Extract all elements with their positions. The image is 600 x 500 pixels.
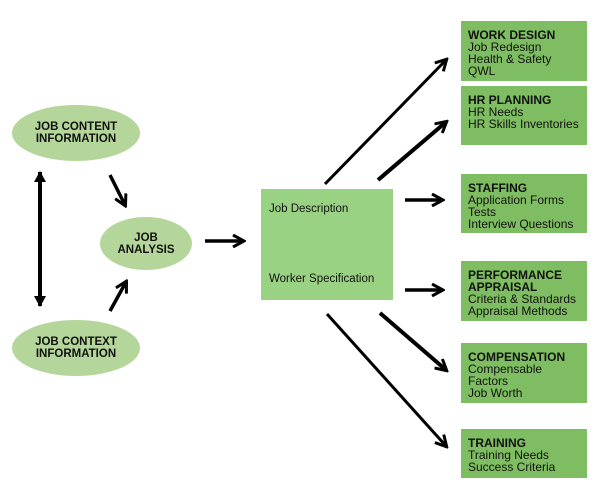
compensation-item: Job Worth [468,386,523,400]
staffing-item: Tests [468,205,497,219]
arrow-to-training [325,312,446,446]
work-design-box: WORK DESIGN Job Redesign Health & Safety… [461,21,587,81]
job-content-label: JOB CONTENT INFORMATION [34,121,118,145]
compensation-title: COMPENSATION [468,350,566,364]
work-design-title: WORK DESIGN [468,28,556,42]
job-analysis-ellipse: JOB ANALYSIS [100,217,192,270]
arrow-to-work-design [323,60,446,186]
training-item: Success Criteria [468,460,556,474]
arrow-to-hr-planning [376,122,446,182]
staffing-item: Application Forms [468,193,565,207]
arrow-content-to-analysis [108,174,125,205]
training-title: TRAINING [468,436,526,450]
hr-planning-title: HR PLANNING [468,93,552,107]
performance-appraisal-title: PERFORMANCE APPRAISAL [468,268,563,294]
job-description-label: Job Description [269,203,349,215]
hr-planning-box: HR PLANNING HR Needs HR Skills Inventori… [461,86,587,145]
staffing-item: Interview Questions [468,217,574,231]
job-analysis-output-box: Job Description Worker Specification [261,189,393,300]
job-context-ellipse: JOB CONTEXT INFORMATION [12,320,140,376]
work-design-item: Job Redesign [468,40,542,54]
compensation-item: Compensable Factors [468,362,543,388]
compensation-box: COMPENSATION Compensable Factors Job Wor… [461,343,587,403]
arrow-to-compensation [378,311,446,370]
performance-appraisal-item: Criteria & Standards [468,292,577,306]
hr-planning-item: HR Skills Inventories [468,117,579,131]
worker-specification-label: Worker Specification [269,273,375,285]
hr-planning-item: HR Needs [468,105,524,119]
job-context-label: JOB CONTEXT INFORMATION [35,336,117,360]
work-design-item: QWL [468,64,496,78]
staffing-box: STAFFING Application Forms Tests Intervi… [461,174,587,233]
work-design-item: Health & Safety [468,52,552,66]
performance-appraisal-box: PERFORMANCE APPRAISAL Criteria & Standar… [461,261,587,321]
staffing-title: STAFFING [468,181,528,195]
training-item: Training Needs [468,448,549,462]
performance-appraisal-item: Appraisal Methods [468,304,568,318]
job-content-ellipse: JOB CONTENT INFORMATION [12,105,140,161]
arrow-context-to-analysis [108,282,126,312]
training-box: TRAINING Training Needs Success Criteria [461,429,587,478]
job-analysis-label: JOB ANALYSIS [117,231,175,256]
